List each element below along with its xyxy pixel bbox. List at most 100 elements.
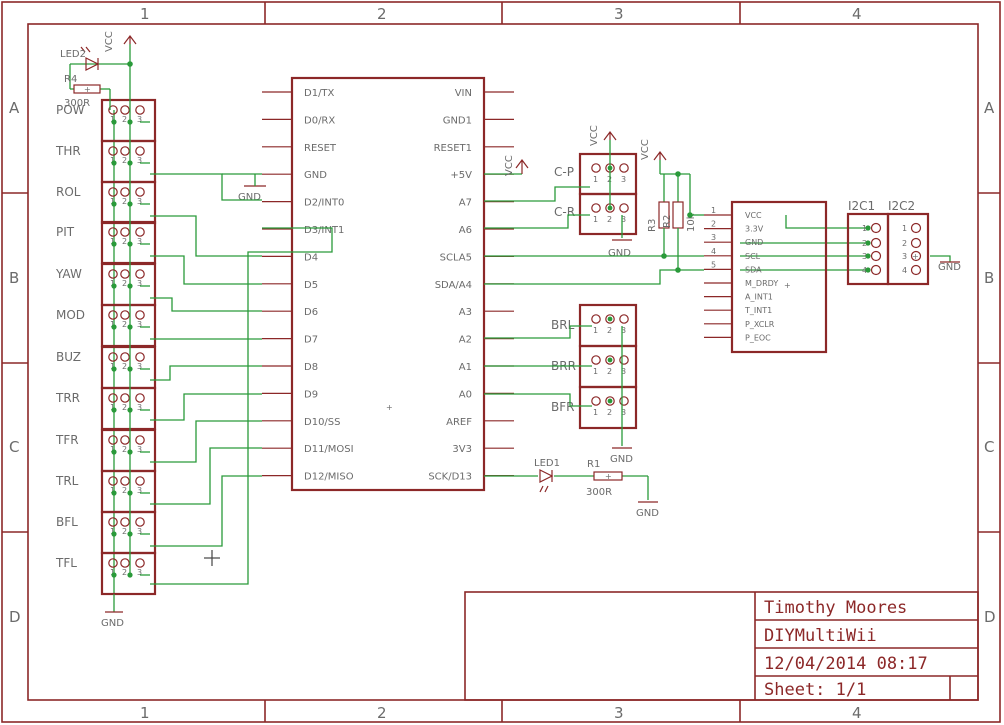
sensor-pin-number-4: 5 <box>711 260 716 269</box>
pin-number: 3 <box>621 367 626 376</box>
arduino-pin-r1: GND1 <box>443 115 472 126</box>
r4-resistor-icon <box>73 84 101 94</box>
i2c-bus-wires: GND <box>484 214 961 285</box>
pin-number: 1 <box>110 320 115 329</box>
pin-number: 2 <box>122 115 127 124</box>
pin-number: 3 <box>621 175 626 184</box>
arduino-pin-r13: 3V3 <box>452 444 472 455</box>
pin-number: 1 <box>110 279 115 288</box>
power-vcc-label: VCC <box>104 31 115 52</box>
r1-resistor-icon <box>593 471 623 481</box>
vcc-arrow-icon <box>515 159 529 174</box>
pin-number: 2 <box>122 486 127 495</box>
row-label-left-d: D <box>9 608 21 626</box>
pin-number: 2 <box>122 403 127 412</box>
imu-sensor-board: VCC13.3V2GND3SCL4SDA5M_DRDYA_INT1T_INT1P… <box>704 200 828 354</box>
r4-name: R4 <box>64 74 77 85</box>
sensor-pin-number-2: 3 <box>711 233 716 242</box>
arduino-pin-r7: SDA/A4 <box>435 280 472 291</box>
pin-number: 3 <box>902 252 907 261</box>
pin-number: 1 <box>110 403 115 412</box>
col-label-bottom-1: 1 <box>140 704 150 722</box>
i2c-label-1: I2C2 <box>888 199 915 213</box>
pin-number: 2 <box>122 156 127 165</box>
arduino-pin-1: D0/RX <box>304 115 335 126</box>
pin-number: 1 <box>593 175 598 184</box>
led-rays-icon <box>539 485 549 493</box>
header-label-buz: BUZ <box>56 350 81 364</box>
status-led-icon <box>539 469 554 483</box>
project-name: DIYMultiWii <box>764 626 877 646</box>
arduino-pin-13: D11/MOSI <box>304 444 354 455</box>
arduino-pin-10: D8 <box>304 362 318 373</box>
row-label-left-b: B <box>9 269 19 287</box>
sensor-pin-2: GND <box>745 238 763 247</box>
arduino-pin-r12: AREF <box>446 417 472 428</box>
pin-number: 1 <box>902 224 907 233</box>
power-led-name: LED2 <box>60 49 86 60</box>
pin-number: 3 <box>862 252 867 261</box>
pin-number: 2 <box>122 237 127 246</box>
i2c-pullups: VCC R3 R2 10k <box>640 139 697 273</box>
col-label-top-3: 3 <box>614 5 624 23</box>
pin-number: 1 <box>593 326 598 335</box>
r2-resistor-icon <box>672 201 684 229</box>
arduino-pin-r4: A7 <box>459 198 472 209</box>
pin-number: 2 <box>607 215 612 224</box>
camera-vcc-label: VCC <box>589 125 600 146</box>
camera-gnd-label: GND <box>608 248 631 259</box>
arduino-pin-7: D5 <box>304 280 318 291</box>
cam-label-0: C-P <box>554 165 574 179</box>
row-label-left-c: C <box>9 438 19 456</box>
status-gnd-label: GND <box>636 508 659 519</box>
i2c-label-0: I2C1 <box>848 199 875 213</box>
arduino-pin-12: D10/SS <box>304 417 341 428</box>
col-label-top-4: 4 <box>852 5 862 23</box>
pin-number: 3 <box>137 362 142 371</box>
sensor-pin-number-0: 1 <box>711 206 716 215</box>
sensor-pin-1: 3.3V <box>745 225 764 234</box>
header-label-trr: TRR <box>55 391 80 405</box>
vcc-arrow-icon <box>603 131 617 141</box>
header-label-bfl: BFL <box>56 515 78 529</box>
cam-label-1: C-R <box>554 205 575 219</box>
pin-number: 1 <box>110 445 115 454</box>
author-text: Timothy Moores <box>764 598 907 618</box>
pin-number: 2 <box>122 362 127 371</box>
pin-number: 1 <box>593 367 598 376</box>
rear-gnd-label: GND <box>610 454 633 465</box>
header-label-tfl: TFL <box>55 556 77 570</box>
title-block: Timothy Moores DIYMultiWii 12/04/2014 08… <box>464 591 979 701</box>
header-label-yaw: YAW <box>55 267 82 281</box>
pin-number: 3 <box>137 197 142 206</box>
pin-number: 2 <box>122 320 127 329</box>
arduino-pin-8: D6 <box>304 307 318 318</box>
rear-label-0: BRL <box>551 318 575 332</box>
header-label-thr: THR <box>55 144 81 158</box>
pin-number: 1 <box>110 486 115 495</box>
row-label-right-b: B <box>984 269 994 287</box>
vcc-arrow-icon <box>653 151 667 161</box>
pin-number: 3 <box>137 568 142 577</box>
date-text: 12/04/2014 08:17 <box>764 654 928 674</box>
header-label-trl: TRL <box>55 474 79 488</box>
pin-number: 2 <box>122 445 127 454</box>
arduino-pin-4: D2/INT0 <box>304 198 344 209</box>
pin-number: 3 <box>137 320 142 329</box>
sensor-pin-6: A_INT1 <box>745 293 773 302</box>
svg-text:+: + <box>605 472 612 481</box>
status-led-circuit: + LED1 R1 300R GND <box>484 458 659 519</box>
header-label-tfr: TFR <box>55 433 79 447</box>
arduino-pin-r5: A6 <box>459 225 472 236</box>
arduino-pin-r9: A2 <box>459 335 472 346</box>
pin-number: 3 <box>137 237 142 246</box>
